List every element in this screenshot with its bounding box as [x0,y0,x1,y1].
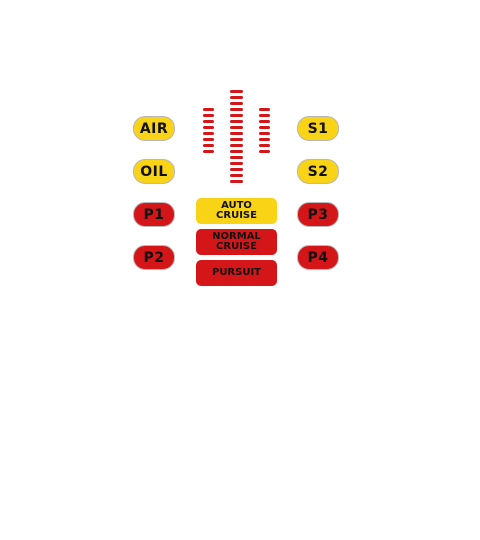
meter-left-segment [203,108,214,111]
s2-label: S2 [307,163,329,180]
meter-center-segment [230,138,243,141]
meter-left-segment [203,132,214,135]
meter-left-segment [203,114,214,117]
meter-right-segment [259,138,270,141]
oil-button[interactable]: OIL [133,159,175,184]
meter-right-segment [259,120,270,123]
meter-left-segment [203,144,214,147]
air-label: AIR [139,120,169,137]
p1-button[interactable]: P1 [133,202,175,227]
meter-left-segment [203,138,214,141]
p3-label: P3 [307,206,329,223]
p2-button[interactable]: P2 [133,245,175,270]
oil-label: OIL [140,163,168,180]
p4-label: P4 [307,249,329,266]
meter-right-segment [259,150,270,153]
meter-center-segment [230,156,243,159]
meter-right-segment [259,114,270,117]
meter-right-segment [259,144,270,147]
meter-left-segment [203,150,214,153]
p2-label: P2 [143,249,165,266]
meter-right-segment [259,126,270,129]
meter-center-segment [230,132,243,135]
normal-cruise-line2: CRUISE [216,241,257,252]
meter-center-segment [230,96,243,99]
normal-cruise-button[interactable]: NORMAL CRUISE [196,229,277,255]
meter-right-segment [259,108,270,111]
p1-label: P1 [143,206,165,223]
p4-button[interactable]: P4 [297,245,339,270]
auto-cruise-button[interactable]: AUTO CRUISE [196,198,277,224]
auto-cruise-line2: CRUISE [216,210,257,221]
meter-center-segment [230,150,243,153]
meter-center-segment [230,162,243,165]
meter-center-segment [230,120,243,123]
meter-center-segment [230,102,243,105]
s2-button[interactable]: S2 [297,159,339,184]
meter-center-segment [230,114,243,117]
meter-center-segment [230,108,243,111]
s1-button[interactable]: S1 [297,116,339,141]
meter-center-segment [230,144,243,147]
meter-right-segment [259,132,270,135]
meter-center-segment [230,168,243,171]
meter-center-segment [230,126,243,129]
meter-center-segment [230,180,243,183]
s1-label: S1 [307,120,329,137]
air-button[interactable]: AIR [133,116,175,141]
meter-center-segment [230,174,243,177]
voice-level-meter [196,88,277,188]
meter-left-segment [203,126,214,129]
p3-button[interactable]: P3 [297,202,339,227]
pursuit-button[interactable]: PURSUIT [196,260,277,286]
auto-cruise-line1: AUTO [221,200,252,211]
pursuit-label: PURSUIT [211,267,261,278]
meter-center-segment [230,90,243,93]
normal-cruise-line1: NORMAL [212,231,261,242]
meter-left-segment [203,120,214,123]
